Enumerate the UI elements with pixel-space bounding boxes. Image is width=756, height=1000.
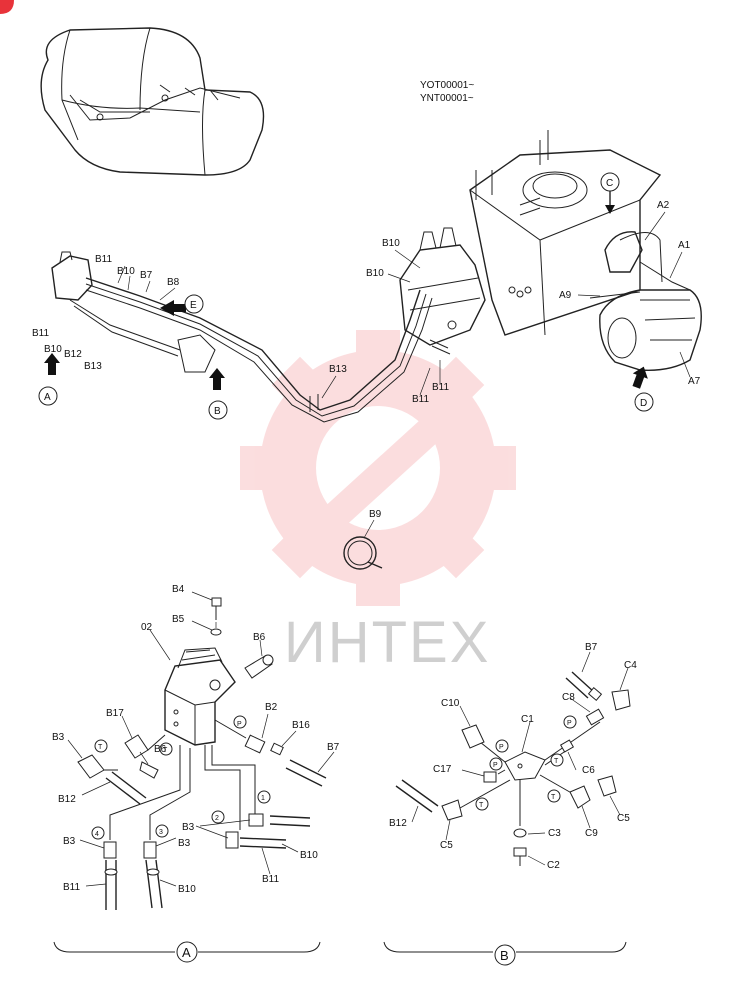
part-label-b3-a4: B3 <box>182 822 195 833</box>
view-b-circle: B <box>214 406 221 417</box>
view-e-circle: E <box>190 300 197 311</box>
part-label-a9: A9 <box>559 290 572 301</box>
part-label-c10: C10 <box>441 698 460 709</box>
part-label-o2: 02 <box>141 622 153 633</box>
view-a-circle: A <box>44 392 51 403</box>
part-label-n3: 3 <box>159 829 163 836</box>
part-label-n4: 4 <box>95 831 99 838</box>
part-label-b5: B5 <box>172 614 185 625</box>
detail-a <box>67 591 335 910</box>
part-label-b10-a1: B10 <box>300 850 318 861</box>
part-label-b12-a: B12 <box>58 794 76 805</box>
part-label-b11-top-left1: B11 <box>95 254 112 265</box>
part-label-p1: P <box>237 721 242 728</box>
part-label-b4: B4 <box>172 584 185 595</box>
part-label-c1: C1 <box>521 714 534 725</box>
part-label-b11-a1: B11 <box>262 874 279 885</box>
part-label-bp3: P <box>493 762 498 769</box>
part-label-c2: C2 <box>547 860 560 871</box>
view-markers-top: A B E C D <box>38 172 654 420</box>
part-label-bt3: T <box>551 794 556 801</box>
part-label-b3-a1: B3 <box>52 732 65 743</box>
part-label-a7: A7 <box>688 376 701 387</box>
detail-b-labels: B7 C4 C8 C10 C1 C6 C17 C5 C9 C5 B12 C3 C… <box>389 642 637 871</box>
part-label-b13-top2: B13 <box>329 364 347 375</box>
pilot-valve-top <box>51 251 216 373</box>
part-label-b9: B9 <box>369 509 382 520</box>
part-label-n1: 1 <box>261 795 265 802</box>
part-label-c5-2: C5 <box>617 813 630 824</box>
part-label-b10-top-r1: B10 <box>382 238 400 249</box>
part-label-b11-top-r1: B11 <box>432 382 449 393</box>
view-c-circle: C <box>606 178 613 189</box>
view-d-circle: D <box>640 398 647 409</box>
serial-line-1: YOT00001~ <box>420 80 474 91</box>
watermark-text: ИНТЕХ <box>284 610 490 675</box>
part-label-b7-a: B7 <box>327 742 340 753</box>
machine-overview <box>40 27 265 176</box>
caption-a: A <box>182 945 191 960</box>
corner-tab <box>0 0 14 14</box>
caption-b: B <box>500 948 509 963</box>
serial-line-2: YNT00001~ <box>420 93 474 104</box>
part-label-b7-b: B7 <box>585 642 598 653</box>
part-label-b17: B17 <box>106 708 124 719</box>
part-label-b7-top: B7 <box>140 270 153 281</box>
part-label-b2: B2 <box>265 702 278 713</box>
part-label-b10-top-left: B10 <box>44 344 62 355</box>
part-label-b12-top: B12 <box>64 349 82 360</box>
part-label-b13-top1: B13 <box>84 361 102 372</box>
part-label-t2: T <box>163 747 168 754</box>
part-label-bp1: P <box>499 744 504 751</box>
watermark-logo <box>240 330 516 606</box>
part-label-b16: B16 <box>292 720 310 731</box>
detail-b <box>395 651 631 866</box>
part-label-b11-top-left2: B11 <box>32 328 49 339</box>
part-label-c6: C6 <box>582 765 595 776</box>
part-label-b3-a2: B3 <box>63 836 76 847</box>
part-label-a2: A2 <box>657 200 670 211</box>
top-labels: B11 B10 B7 B8 B11 B10 B12 B13 B13 B10 B1… <box>32 200 701 405</box>
part-label-b12-b: B12 <box>389 818 407 829</box>
part-label-c5-1: C5 <box>440 840 453 851</box>
part-label-b10-a2: B10 <box>178 884 196 895</box>
part-label-b10-top-r2: B10 <box>366 268 384 279</box>
control-valve <box>399 227 486 346</box>
part-label-b11-a2: B11 <box>63 882 80 893</box>
section-captions: A B <box>53 941 627 966</box>
part-label-bp2: P <box>567 720 572 727</box>
part-label-b10-top-mid: B10 <box>117 266 135 277</box>
part-label-c8: C8 <box>562 692 575 703</box>
part-label-t1: T <box>98 744 103 751</box>
part-label-b6-a2: B6 <box>154 744 167 755</box>
part-label-b6-a1: B6 <box>253 632 266 643</box>
clamp-b9: B9 <box>343 509 383 570</box>
part-label-n2: 2 <box>215 815 219 822</box>
part-label-b11-top-r2: B11 <box>412 394 429 405</box>
part-label-a1: A1 <box>678 240 691 251</box>
part-label-b8-top: B8 <box>167 277 180 288</box>
detail-a-labels: B4 B5 02 B6 B2 B16 B7 B17 B3 B6 B12 B3 B… <box>52 584 340 895</box>
part-label-c4: C4 <box>624 660 637 671</box>
part-label-c3: C3 <box>548 828 561 839</box>
part-label-bt2: T <box>479 802 484 809</box>
part-label-b3-a3: B3 <box>178 838 191 849</box>
tank-and-pump <box>469 130 702 371</box>
part-label-c9: C9 <box>585 828 598 839</box>
part-label-c17: C17 <box>433 764 452 775</box>
part-label-bt1: T <box>554 758 559 765</box>
